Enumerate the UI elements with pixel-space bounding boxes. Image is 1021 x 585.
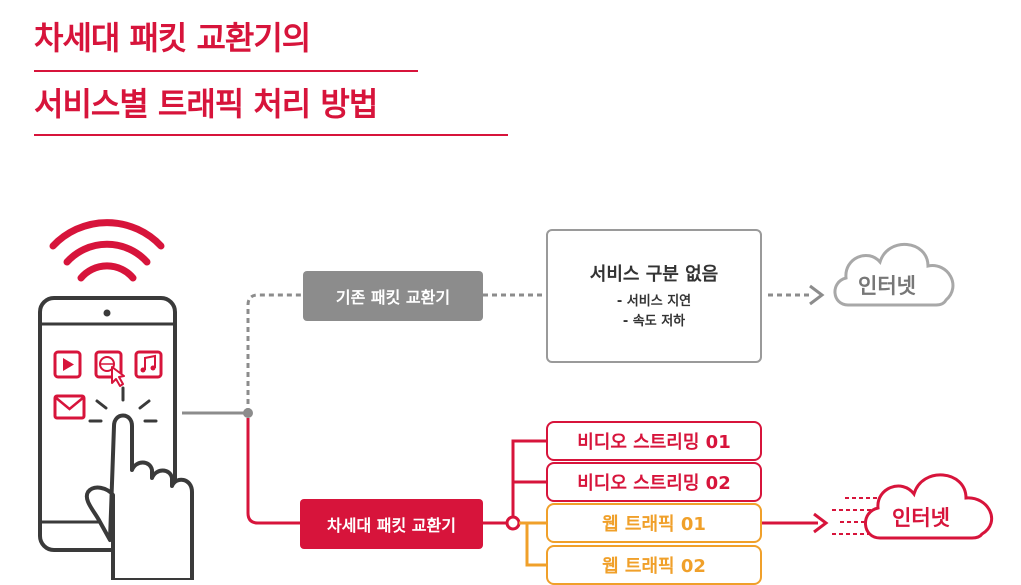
title-line-1: 차세대 패킷 교환기의 bbox=[34, 19, 311, 57]
traffic-lane-label: 비디오 스트리밍 01 bbox=[577, 432, 731, 453]
traffic-lane-web-02: 웹 트래픽 02 bbox=[546, 545, 762, 585]
legacy-cloud-label: 인터넷 bbox=[858, 274, 916, 298]
legacy-result-note: - 서비스 지연 bbox=[616, 294, 692, 309]
web-globe-icon bbox=[94, 350, 125, 387]
play-icon bbox=[53, 350, 82, 379]
next-gen-path-line bbox=[246, 418, 300, 525]
title-line-2: 서비스별 트래픽 처리 방법 bbox=[34, 85, 378, 123]
traffic-lane-label: 비디오 스트리밍 02 bbox=[577, 473, 731, 494]
next-gen-switch-box: 차세대 패킷 교환기 bbox=[300, 499, 483, 549]
legacy-path-line bbox=[246, 293, 303, 413]
legacy-result-title: 서비스 구분 없음 bbox=[589, 264, 719, 285]
cloud-icon bbox=[864, 473, 994, 540]
traffic-lane-label: 웹 트래픽 01 bbox=[602, 514, 706, 535]
traffic-lane-label: 웹 트래픽 02 bbox=[602, 556, 706, 577]
traffic-lane-web-01: 웹 트래픽 01 bbox=[546, 503, 762, 543]
tap-rays-icon bbox=[88, 386, 158, 423]
traffic-lane-video-01: 비디오 스트리밍 01 bbox=[546, 421, 762, 461]
wifi-signal-icon bbox=[49, 219, 165, 282]
next-gen-switch-label: 차세대 패킷 교환기 bbox=[327, 516, 456, 535]
arrow-right-icon bbox=[813, 512, 829, 534]
video-lane-connector bbox=[511, 439, 546, 517]
next-gen-cloud-label: 인터넷 bbox=[892, 506, 950, 530]
legacy-result-note: - 속도 저하 bbox=[622, 314, 686, 329]
mail-icon bbox=[53, 394, 86, 420]
legacy-switch-box: 기존 패킷 교환기 bbox=[303, 271, 483, 321]
legacy-switch-label: 기존 패킷 교환기 bbox=[335, 288, 451, 307]
lane-split-node bbox=[505, 515, 521, 531]
title-underline-2 bbox=[34, 134, 508, 136]
web-lane-connector bbox=[519, 521, 546, 567]
music-note-icon bbox=[134, 350, 163, 379]
arrow-right-icon bbox=[809, 284, 825, 306]
traffic-lane-video-02: 비디오 스트리밍 02 bbox=[546, 462, 762, 502]
tapping-hand-icon bbox=[84, 413, 194, 580]
speed-lines-icon bbox=[832, 497, 880, 535]
cloud-icon bbox=[833, 243, 955, 307]
title-underline-1 bbox=[34, 70, 418, 72]
legacy-result-box: 서비스 구분 없음 - 서비스 지연 - 속도 저하 bbox=[546, 229, 762, 363]
